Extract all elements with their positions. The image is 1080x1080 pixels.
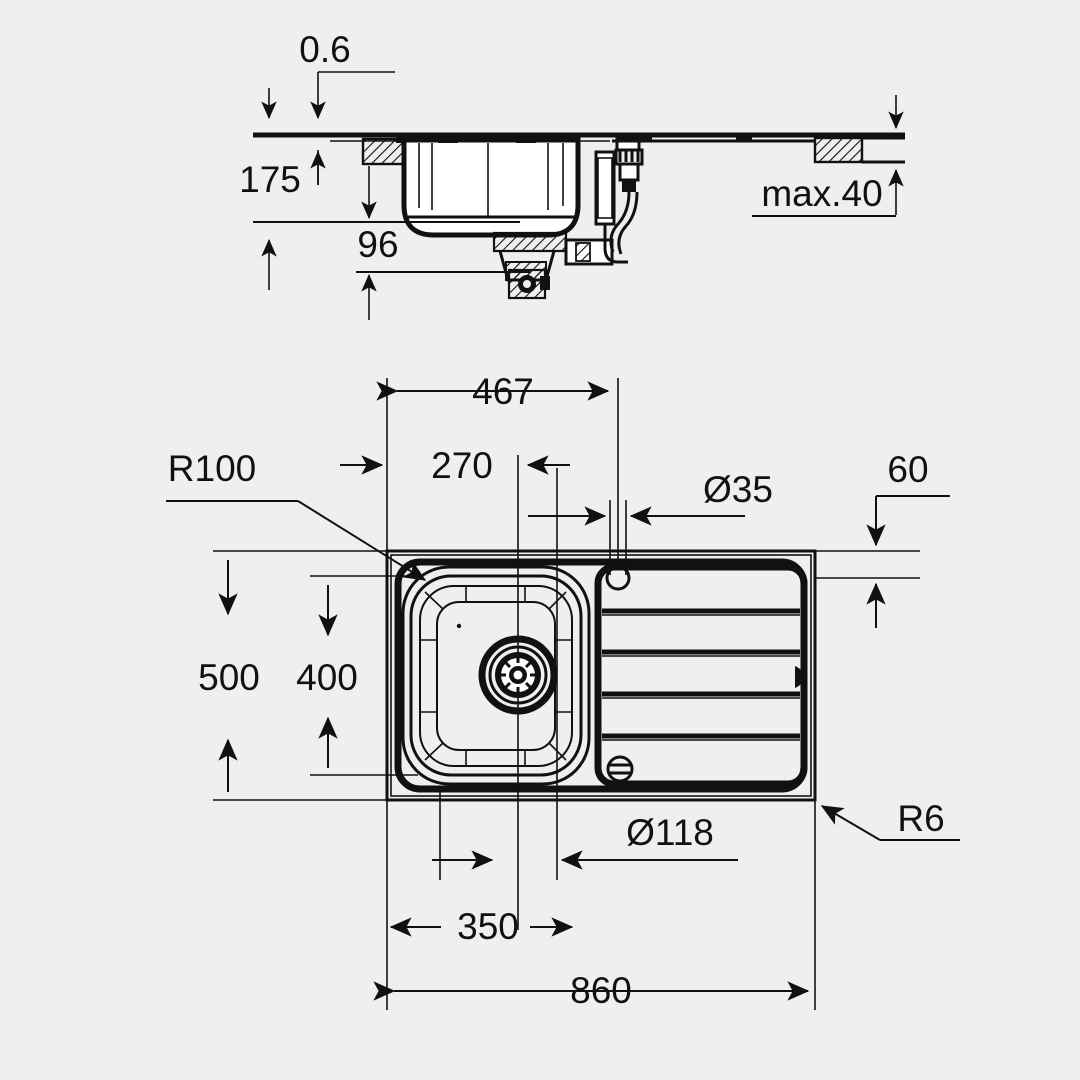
label-waste-height: 96 <box>357 224 398 265</box>
label-rear-60: 60 <box>887 449 928 490</box>
bowl-corner-lines <box>420 586 572 766</box>
label-radius-100: R100 <box>168 448 256 489</box>
drainboard-clip <box>795 666 803 688</box>
label-tap-hole: Ø35 <box>703 469 773 510</box>
dimension-r6: R6 <box>820 798 960 841</box>
sink-outer-rim <box>385 549 817 802</box>
bowl-mark-dot <box>456 623 462 629</box>
sink-outer-rim-inner <box>390 554 812 797</box>
mounting-clamp-right <box>813 136 905 164</box>
overflow-hose-section <box>594 136 644 264</box>
waste-assembly-section <box>492 231 614 300</box>
dimension-tap-hole: Ø35 <box>528 469 773 526</box>
dimension-860: 860 <box>373 970 810 1011</box>
label-waste-350: 350 <box>457 906 519 947</box>
label-width-860: 860 <box>570 970 632 1011</box>
label-thickness: 0.6 <box>299 29 350 70</box>
threaded-connector <box>609 136 644 255</box>
label-worktop-max: max.40 <box>761 173 882 214</box>
drainboard-channels <box>602 608 800 741</box>
label-offset-270: 270 <box>431 445 493 486</box>
dimension-96: 96 <box>356 166 530 320</box>
label-depth-500: 500 <box>198 657 260 698</box>
drainboard-outline <box>594 563 808 788</box>
plan-view: 467 270 Ø35 60 <box>166 371 960 1011</box>
bowl-rim <box>409 574 583 777</box>
dimension-60: 60 <box>866 449 950 628</box>
overflow-outlet-plan <box>606 755 634 783</box>
dimension-175: 175 <box>239 88 520 290</box>
dimension-0.6: 0.6 <box>299 29 395 185</box>
bowl-wall <box>419 585 573 767</box>
dimension-270: 270 <box>340 445 570 486</box>
drainboard-plan <box>594 563 808 788</box>
label-bowl-400: 400 <box>296 657 358 698</box>
dimension-467: 467 <box>376 371 610 412</box>
dimension-400: 400 <box>296 585 358 768</box>
label-radius-6: R6 <box>897 798 944 839</box>
label-offset-467: 467 <box>472 371 534 412</box>
sink-bowl-section <box>396 136 581 238</box>
bowl-outer-edge <box>401 565 591 786</box>
label-bowl-depth: 175 <box>239 159 301 200</box>
dimension-500: 500 <box>198 560 260 792</box>
dimension-350: 350 <box>389 906 574 947</box>
dimension-max40: max.40 <box>752 95 904 217</box>
dimension-r100: R100 <box>166 448 427 581</box>
label-waste-118: Ø118 <box>626 812 714 853</box>
section-view: 0.6 175 96 max.40 <box>239 29 905 320</box>
projection-lines <box>213 378 920 1010</box>
dimension-waste-dia: Ø118 <box>432 812 738 870</box>
